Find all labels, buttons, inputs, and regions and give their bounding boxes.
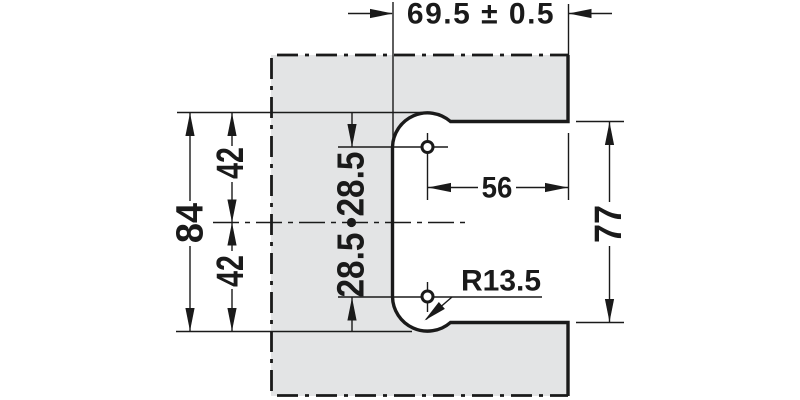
dim-radius-callout: R13.5: [338, 265, 542, 321]
dim-top-width: 69.5 ± 0.5: [348, 0, 612, 138]
bottom-hole: [420, 282, 435, 312]
dim-hole-to-edge-label: 56: [482, 171, 513, 204]
top-hole: [338, 133, 448, 200]
dim-hole-offsets: 28.5 28.5: [330, 113, 372, 332]
center-mark-dot: [346, 217, 357, 228]
dim-upper-half-label: 42: [210, 147, 252, 179]
dim-upper-hole-offset-label: 28.5: [330, 151, 372, 216]
dim-overall-height-label: 84: [167, 203, 210, 244]
dim-hole-to-edge: 56: [428, 133, 570, 205]
dim-cutout-height: 77: [576, 120, 630, 324]
dim-lower-hole-offset-label: 28.5: [330, 232, 372, 297]
dim-lower-half-label: 42: [210, 255, 252, 287]
dim-half-heights: 42 42: [210, 113, 252, 331]
plate-break-edges: [270, 53, 568, 397]
dim-overall-height: 84: [167, 111, 430, 333]
dim-cutout-height-label: 77: [586, 205, 629, 243]
plate-body: [271, 55, 568, 396]
dim-radius-label: R13.5: [461, 265, 541, 298]
dim-top-width-label: 69.5 ± 0.5: [407, 0, 555, 31]
